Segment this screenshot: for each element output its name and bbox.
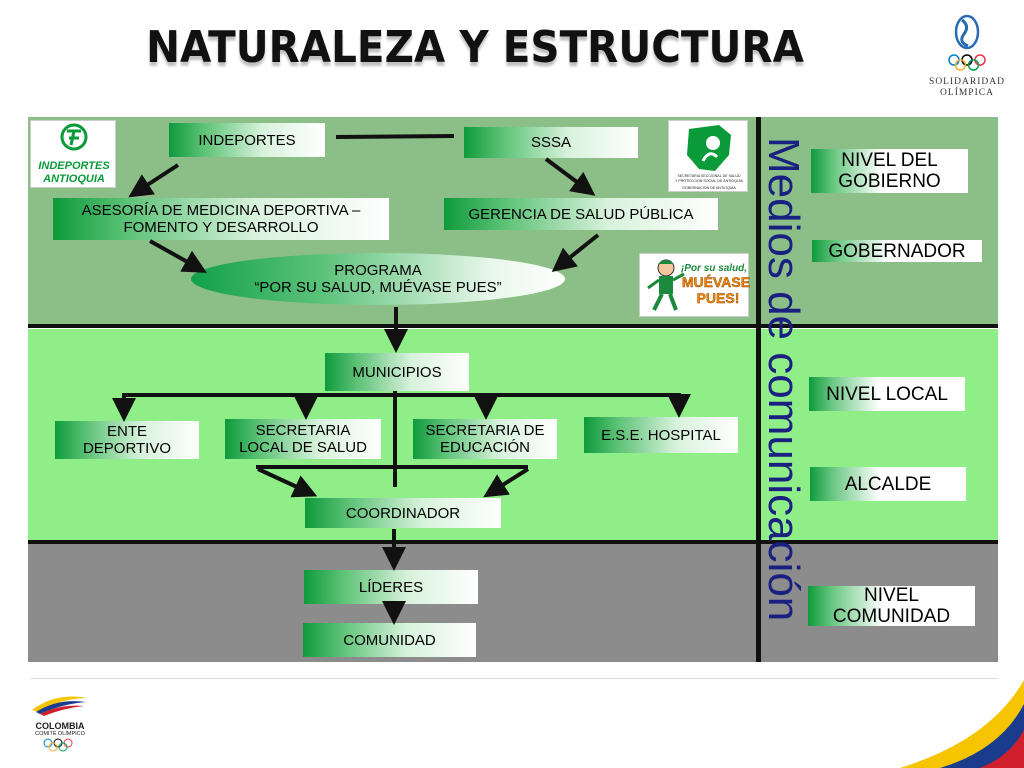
- logo-text: SECRETARIA SECCIONAL DE SALUD: [677, 174, 741, 178]
- node-hospital: E.S.E. HOSPITAL: [584, 417, 738, 453]
- node-gerencia: GERENCIA DE SALUD PÚBLICA: [444, 198, 718, 230]
- logo-text: MUÉVASE: [682, 274, 750, 290]
- label-nivel-comunidad: NIVEL COMUNIDAD: [808, 585, 975, 627]
- label-alcalde: ALCALDE: [810, 467, 966, 501]
- logo-text: PUES!: [697, 290, 740, 306]
- logo-line2: OLÍMPICA: [940, 88, 994, 98]
- campaign-logo: ¡Por su salud, MUÉVASE PUES!: [639, 253, 750, 317]
- node-asesoria: ASESORÍA DE MEDICINA DEPORTIVA – FOMENTO…: [53, 198, 389, 240]
- label-nivel-local: NIVEL LOCAL: [809, 377, 965, 411]
- node-ente-deportivo: ENTE DEPORTIVO: [55, 421, 199, 459]
- structure-diagram: INDEPORTES ANTIOQUIA SECRETARIA SECCIONA…: [28, 117, 998, 662]
- vertical-divider: [756, 117, 761, 662]
- olympic-rings-icon: [43, 738, 73, 752]
- label-nivel-gobierno: NIVEL DEL GOBIERNO: [811, 149, 968, 193]
- footer-logo-line1: COLOMBIA: [35, 721, 85, 731]
- node-municipios: MUNICIPIOS: [325, 353, 469, 391]
- node-lideres: LÍDERES: [304, 570, 478, 604]
- footer-divider: [30, 678, 998, 679]
- corner-decoration: [900, 680, 1024, 768]
- label-gobernador: GOBERNADOR: [812, 240, 982, 262]
- node-secretaria-salud: SECRETARIA LOCAL DE SALUD: [225, 419, 381, 459]
- indeportes-logo: INDEPORTES ANTIOQUIA: [30, 120, 116, 188]
- logo-text: ANTIOQUIA: [42, 173, 105, 185]
- footer-logo-line2: COMITÉ OLÍMPICO: [35, 731, 85, 737]
- flag-swoosh-icon: [32, 696, 88, 716]
- solidaridad-olimpica-logo: SOLIDARIDAD OLÍMPICA: [924, 12, 1010, 99]
- colombia-comite-olimpico-logo: COLOMBIA COMITÉ OLÍMPICO: [28, 690, 92, 757]
- node-comunidad: COMUNIDAD: [303, 623, 476, 657]
- band-separator: [28, 324, 998, 328]
- node-programa: PROGRAMA “POR SU SALUD, MUÉVASE PUES”: [191, 253, 565, 305]
- node-indeportes: INDEPORTES: [169, 123, 325, 157]
- node-sssa: SSSA: [464, 127, 638, 158]
- page-title: NATURALEZA Y ESTRUCTURA: [146, 22, 804, 73]
- node-secretaria-educacion: SECRETARIA DE EDUCACIÓN: [413, 419, 557, 459]
- sssa-logo: SECRETARIA SECCIONAL DE SALUD Y PROTECCI…: [668, 120, 748, 192]
- logo-text: ¡Por su salud,: [681, 263, 747, 274]
- band-separator: [28, 540, 998, 544]
- logo-text: GOBERNACION DE ANTIOQUIA: [682, 186, 736, 190]
- medios-comunicacion-label: Medios de comunicación: [759, 137, 808, 622]
- connector-arrows: [112, 134, 691, 625]
- logo-text: INDEPORTES: [38, 160, 110, 172]
- olympic-rings-icon: [948, 14, 986, 71]
- logo-text: Y PROTECCION SOCIAL DE ANTIOQUIA: [675, 179, 743, 183]
- node-coordinador: COORDINADOR: [305, 498, 501, 528]
- logo-line1: SOLIDARIDAD: [929, 77, 1005, 87]
